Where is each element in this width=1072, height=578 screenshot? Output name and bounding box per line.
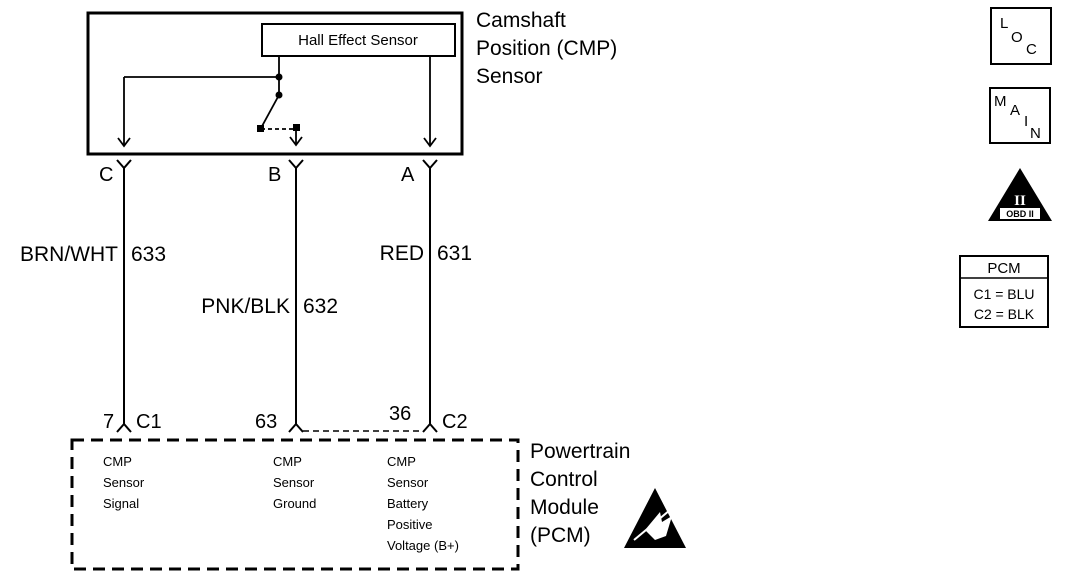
- svg-text:C: C: [1026, 41, 1037, 58]
- switch-node-top: [275, 73, 283, 81]
- svg-text:II: II: [1014, 193, 1026, 209]
- pin-a-label: A: [401, 164, 415, 186]
- wire-632-number: 632: [303, 295, 338, 318]
- esd-warning-icon: [624, 488, 686, 548]
- hall-effect-sensor-label: Hall Effect Sensor: [298, 32, 418, 49]
- terminal-36-connector: C2: [442, 411, 468, 433]
- obd-ii-icon[interactable]: II OBD II: [988, 168, 1052, 221]
- pcm-key-line1: C1 = BLU: [973, 286, 1034, 302]
- switch-node-pivot: [275, 91, 283, 99]
- terminal-36-pin: 36: [389, 403, 411, 425]
- wires: [123, 168, 431, 424]
- pin-b-label: B: [268, 164, 281, 186]
- svg-text:N: N: [1030, 125, 1041, 142]
- svg-text:O: O: [1011, 29, 1023, 46]
- terminal-7-pin: 7: [103, 411, 114, 433]
- pcm-module-box: [70, 438, 520, 571]
- switch-contact-right: [293, 124, 300, 131]
- hall-switch-circuit: [117, 56, 437, 148]
- sensor-title: Camshaft Position (CMP) Sensor: [476, 9, 623, 88]
- cmp-sensor-box: [86, 11, 464, 156]
- pcm-connector-key: PCM C1 = BLU C2 = BLK: [959, 255, 1049, 328]
- svg-text:A: A: [1010, 102, 1020, 119]
- wire-633-color: BRN/WHT: [20, 243, 118, 266]
- svg-text:OBD II: OBD II: [1006, 209, 1034, 219]
- svg-text:I: I: [1024, 113, 1028, 130]
- pcm-signal-label: CMP Sensor Signal: [103, 454, 148, 511]
- terminal-7-connector: C1: [136, 411, 162, 433]
- pcm-title: Powertrain Control Module (PCM): [530, 440, 636, 547]
- main-icon[interactable]: M A I N: [989, 87, 1051, 144]
- terminal-63-pin: 63: [255, 411, 277, 433]
- wire-632-color: PNK/BLK: [201, 295, 290, 318]
- wire-633-number: 633: [131, 243, 166, 266]
- switch-contact-left: [257, 125, 264, 132]
- svg-text:L: L: [1000, 15, 1008, 32]
- pcm-battery-label: CMP Sensor Battery Positive Voltage (B+): [387, 454, 459, 553]
- svg-text:M: M: [994, 93, 1007, 110]
- pcm-terminal-forks: [116, 422, 438, 433]
- loc-icon[interactable]: L O C: [990, 7, 1052, 65]
- pcm-key-title: PCM: [987, 260, 1020, 277]
- pin-c-label: C: [99, 164, 113, 186]
- pcm-key-line2: C2 = BLK: [974, 306, 1035, 322]
- wire-631-color: RED: [380, 242, 424, 265]
- hall-effect-sensor-box: [261, 23, 456, 57]
- wire-631-number: 631: [437, 242, 472, 265]
- pcm-ground-label: CMP Sensor Ground: [273, 454, 318, 511]
